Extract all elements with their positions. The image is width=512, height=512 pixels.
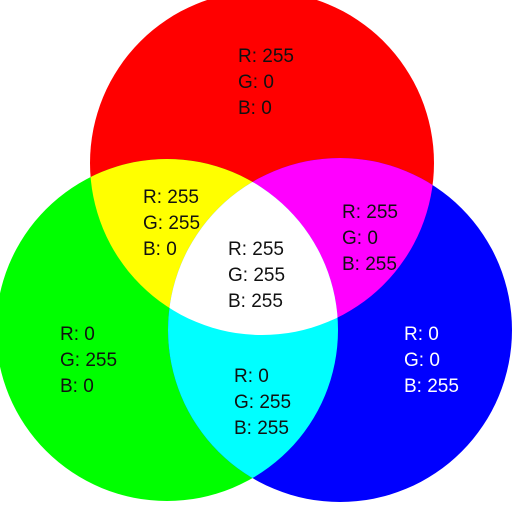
cyan-b-value: B: 255 — [234, 418, 289, 439]
magenta-r-value: R: 255 — [342, 202, 398, 223]
green-b-value: B: 0 — [60, 376, 94, 397]
white-b-value: B: 255 — [228, 291, 283, 312]
blue-region-label: R: 0 G: 0 B: 255 — [404, 324, 459, 397]
white-region-label: R: 255 G: 255 B: 255 — [228, 239, 285, 312]
cyan-region-label: R: 0 G: 255 B: 255 — [234, 366, 291, 439]
blue-b-value: B: 255 — [404, 376, 459, 397]
red-g-value: G: 0 — [238, 72, 274, 93]
green-region-label: R: 0 G: 255 B: 0 — [60, 324, 117, 397]
green-r-value: R: 0 — [60, 324, 95, 345]
white-g-value: G: 255 — [228, 265, 285, 286]
white-r-value: R: 255 — [228, 239, 284, 260]
yellow-g-value: G: 255 — [143, 213, 200, 234]
magenta-g-value: G: 0 — [342, 228, 378, 249]
magenta-region-label: R: 255 G: 0 B: 255 — [342, 202, 398, 275]
red-r-value: R: 255 — [238, 46, 294, 67]
yellow-r-value: R: 255 — [143, 187, 199, 208]
yellow-region-label: R: 255 G: 255 B: 0 — [143, 187, 200, 260]
cyan-g-value: G: 255 — [234, 392, 291, 413]
yellow-b-value: B: 0 — [143, 239, 177, 260]
green-g-value: G: 255 — [60, 350, 117, 371]
cyan-r-value: R: 0 — [234, 366, 269, 387]
red-b-value: B: 0 — [238, 98, 272, 119]
white-overlap — [168, 159, 338, 335]
blue-g-value: G: 0 — [404, 350, 440, 371]
blue-r-value: R: 0 — [404, 324, 439, 345]
red-region-label: R: 255 G: 0 B: 0 — [238, 46, 294, 119]
magenta-b-value: B: 255 — [342, 254, 397, 275]
